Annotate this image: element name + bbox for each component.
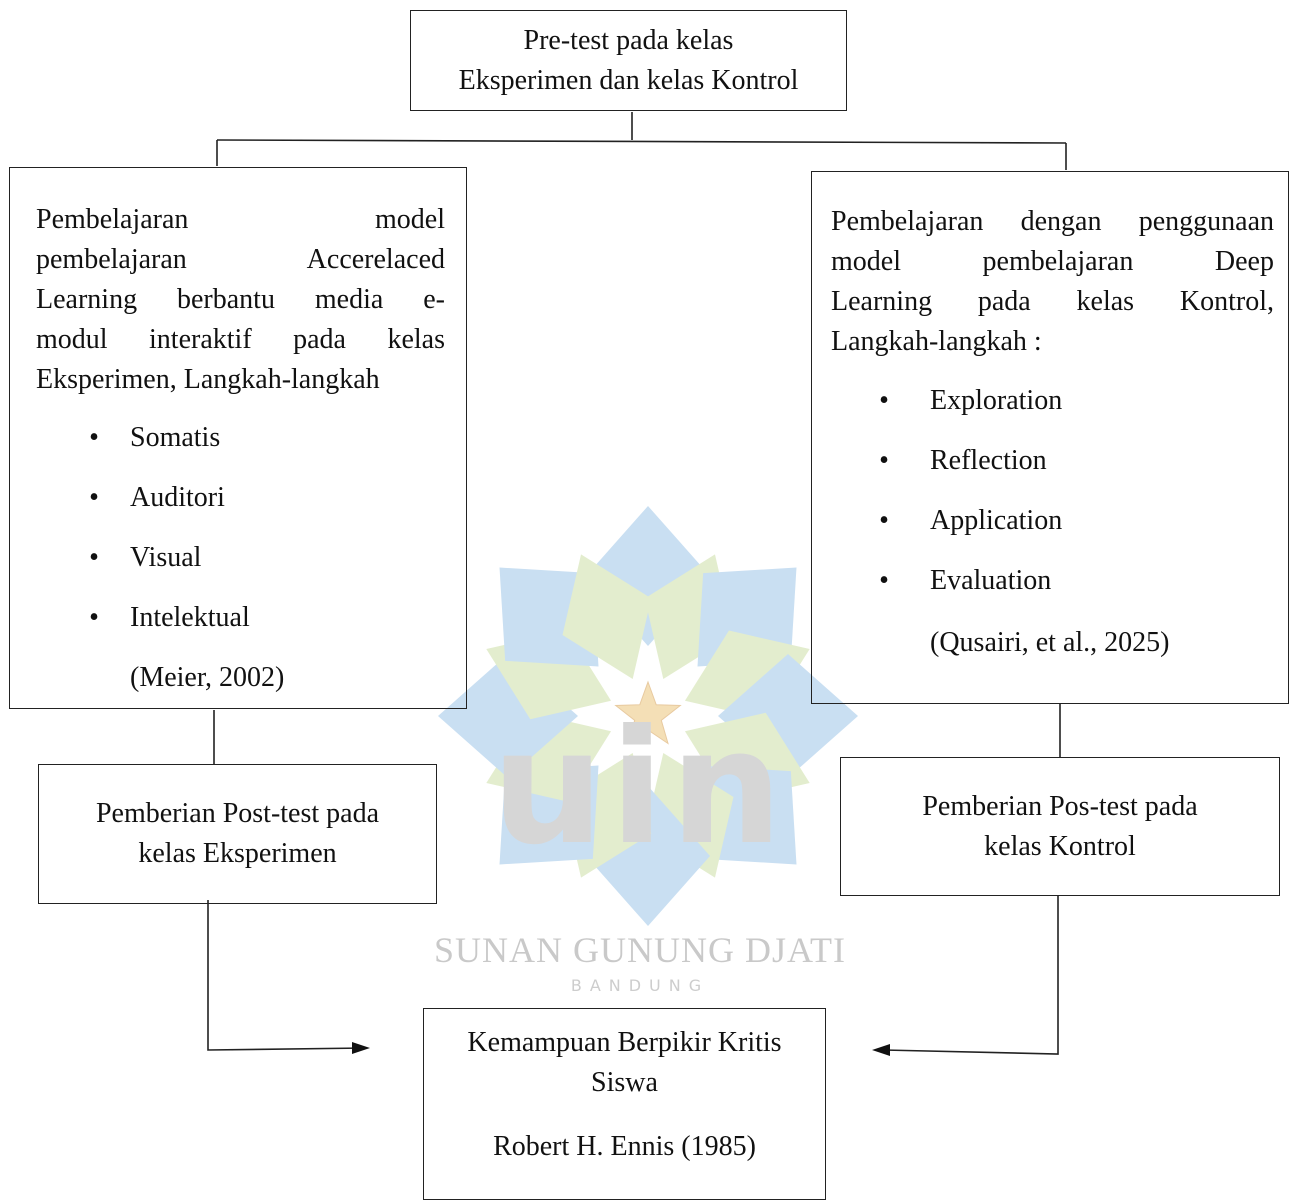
watermark-line2: BANDUNG [571, 976, 709, 995]
control-posttest-line2: kelas Kontrol [984, 830, 1136, 862]
critical-thinking-box: Kemampuan Berpikir Kritis Siswa Robert H… [423, 1008, 826, 1200]
bullet-icon: • [879, 445, 889, 476]
experiment-posttest-line1: Pemberian Post-test pada [95, 798, 380, 829]
branch-horizontal-line [216, 139, 1067, 144]
bullet-icon: • [879, 505, 889, 536]
control-posttest-line1: Pemberian Pos-test pada [922, 790, 1198, 822]
bullet-icon: • [879, 565, 889, 596]
pretest-box: Pre-test pada kelas Eksperimen dan kelas… [410, 10, 847, 111]
control-citation: (Qusairi, et al., 2025) [930, 627, 1170, 658]
experiment-intro-line: Learning berbantu media e- [36, 284, 445, 315]
experiment-learning-box: Pembelajaran model pembelajaran Accerela… [9, 167, 467, 709]
critical-thinking-line1: Kemampuan Berpikir Kritis [467, 1027, 782, 1058]
right-post-to-result-line [883, 896, 1059, 1055]
right-arrowhead-icon [872, 1044, 890, 1056]
experiment-citation: (Meier, 2002) [130, 662, 285, 693]
experiment-posttest-line2: kelas Eksperimen [138, 838, 337, 869]
bullet-icon: • [879, 385, 889, 416]
watermark-star-petals [438, 506, 858, 926]
pretest-line2: Eksperimen dan kelas Kontrol [458, 64, 799, 96]
bullet-icon: • [89, 482, 99, 513]
control-intro-line: Pembelajaran dengan penggunaan [831, 206, 1274, 237]
experiment-intro-line: modul interaktif pada kelas [36, 324, 445, 355]
watermark-logo-text: uin [491, 696, 788, 880]
left-arrowhead-icon [352, 1042, 370, 1054]
control-intro-line: Learning pada kelas Kontrol, [831, 286, 1274, 317]
left-post-to-result-line [207, 900, 367, 1051]
control-intro-line: model pembelajaran Deep [831, 246, 1274, 277]
experiment-intro-line: Eksperimen, Langkah-langkah [36, 364, 380, 395]
watermark-center-star-icon [614, 680, 682, 745]
experiment-posttest-box: Pemberian Post-test pada kelas Eksperime… [38, 764, 437, 904]
experiment-intro-line: pembelajaran Accerelaced [36, 244, 445, 275]
critical-thinking-line2: Siswa [591, 1067, 658, 1098]
bullet-icon: • [89, 602, 99, 633]
control-learning-box: Pembelajaran dengan penggunaan model pem… [811, 171, 1289, 704]
control-posttest-box: Pemberian Pos-test pada kelas Kontrol [840, 757, 1280, 896]
experiment-intro-line: Pembelajaran model [36, 204, 445, 235]
bullet-icon: • [89, 542, 99, 573]
bullet-icon: • [89, 422, 99, 453]
watermark-line1: SUNAN GUNUNG DJATI [434, 930, 846, 970]
control-intro-line: Langkah-langkah : [831, 326, 1042, 357]
critical-thinking-source: Robert H. Ennis (1985) [493, 1131, 756, 1162]
watermark-petal-green [562, 554, 652, 680]
pretest-line1: Pre-test pada kelas [523, 24, 734, 56]
